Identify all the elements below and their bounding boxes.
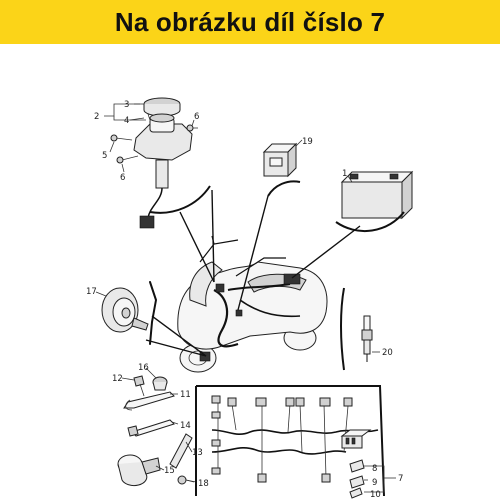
callout-4: 4 xyxy=(124,116,129,126)
callout-3: 3 xyxy=(124,100,129,110)
callout-15: 15 xyxy=(164,466,175,476)
callout-11: 11 xyxy=(180,390,191,400)
callout-18: 18 xyxy=(198,479,209,489)
callout-5: 5 xyxy=(102,151,107,161)
relay-part xyxy=(262,142,298,178)
callout-20: 20 xyxy=(382,348,393,358)
callout-1: 1 xyxy=(342,169,347,179)
callout-6b: 6 xyxy=(120,173,125,183)
scooter-illustration xyxy=(177,235,328,373)
small-parts-group xyxy=(117,375,197,487)
callout-19: 19 xyxy=(302,137,313,147)
leader-lines xyxy=(145,180,405,497)
callout-14: 14 xyxy=(180,421,191,431)
callout-2: 2 xyxy=(94,112,99,122)
battery-part xyxy=(340,170,414,220)
callout-12: 12 xyxy=(112,374,123,384)
wire-harness-part xyxy=(211,395,379,499)
callout-labels: 1 2 3 4 5 6 6 7 8 9 10 11 12 13 14 15 16… xyxy=(86,100,403,500)
callout-7: 7 xyxy=(398,474,403,484)
horn-part xyxy=(101,287,149,333)
callout-ticks xyxy=(95,103,396,493)
callout-10: 10 xyxy=(370,490,381,500)
spark-plug-part xyxy=(361,315,373,362)
main-switch-assembly xyxy=(110,97,198,229)
callout-16: 16 xyxy=(138,363,149,373)
callout-17: 17 xyxy=(86,287,97,297)
callout-9: 9 xyxy=(372,478,377,488)
callout-8: 8 xyxy=(372,464,377,474)
part-number-banner: Na obrázku díl číslo 7 xyxy=(0,0,500,44)
callout-6a: 6 xyxy=(194,112,199,122)
banner-title: Na obrázku díl číslo 7 xyxy=(114,6,386,37)
callout-13: 13 xyxy=(192,448,203,458)
